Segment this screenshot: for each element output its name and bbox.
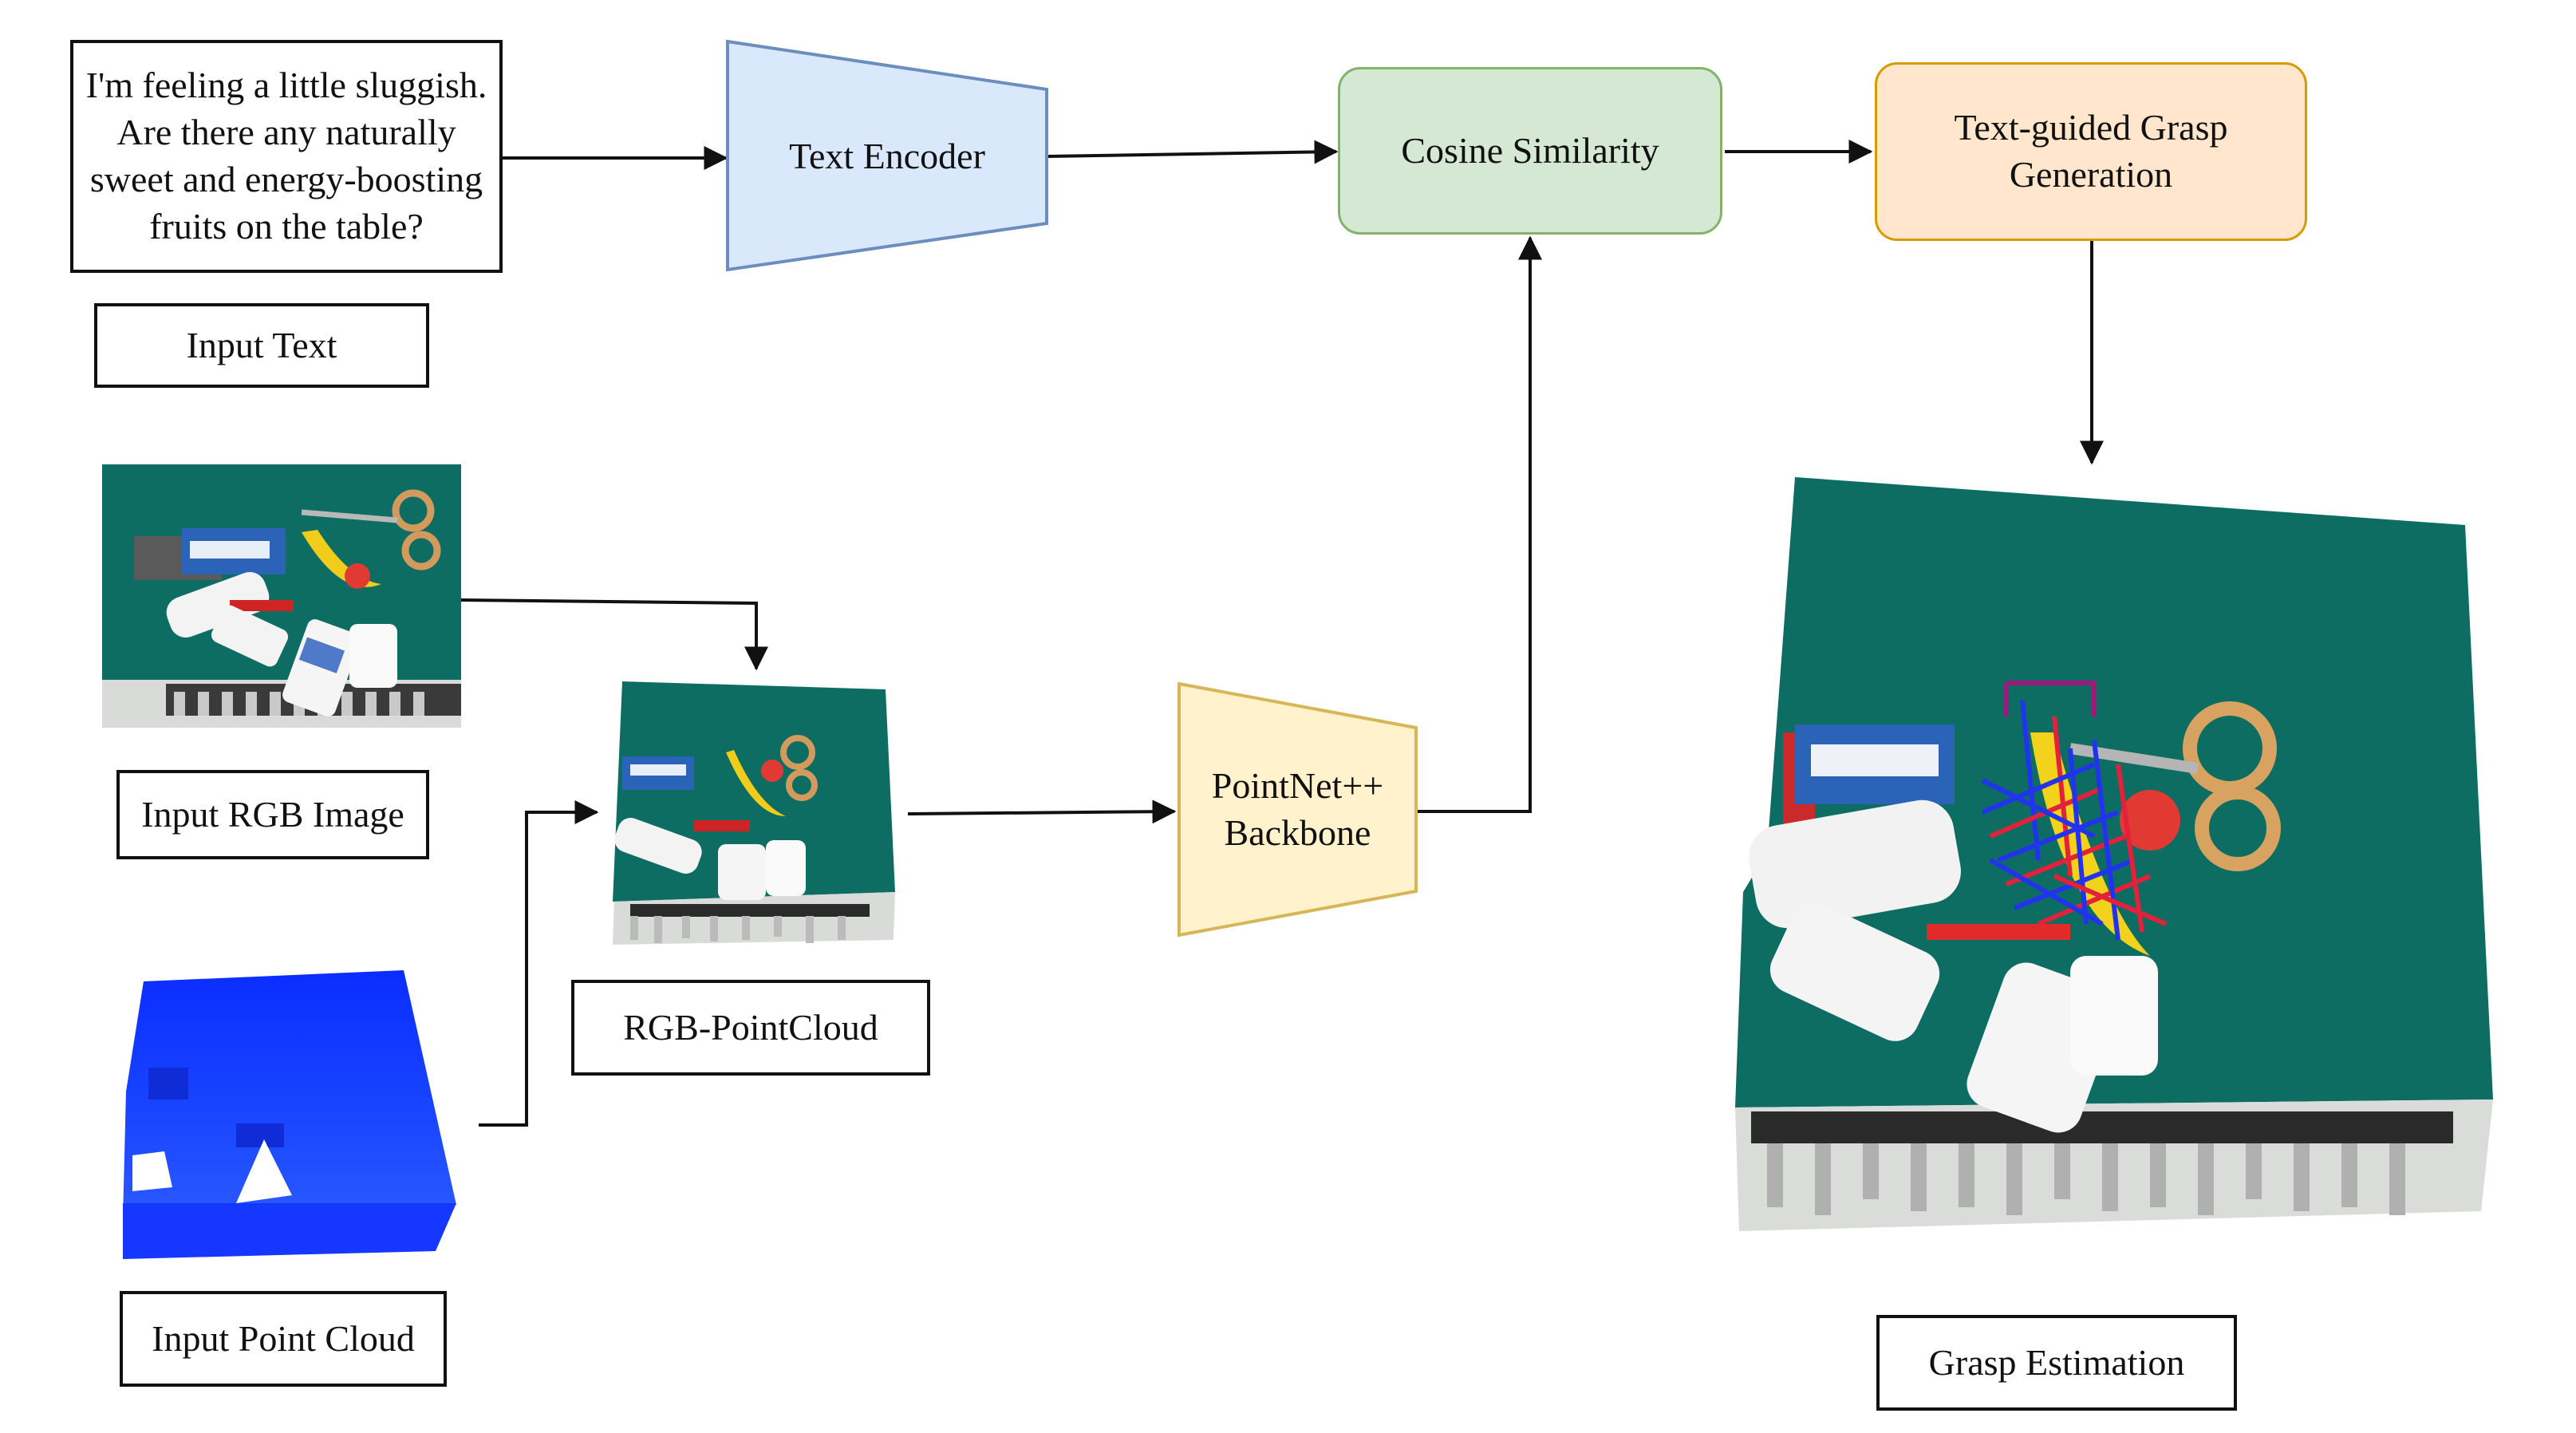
arrow-rgb-to-pointcloud (460, 598, 768, 671)
pointnet-backbone-shape (1178, 681, 1418, 938)
arrow-pointcloud-to-pointnet (907, 799, 1177, 824)
query-line: sweet and energy-boosting (89, 159, 483, 199)
input-rgb-image-label: Input RGB Image (116, 770, 429, 859)
input-query-box: I'm feeling a little sluggish. Are there… (70, 40, 503, 273)
query-line: fruits on the table? (149, 205, 424, 247)
pointnet-backbone-label: PointNet++ Backbone (1179, 758, 1416, 862)
text-encoder-label: Text Encoder (789, 135, 985, 176)
arrow-cloud-to-pointcloud (479, 800, 599, 1127)
pointnet-line: Backbone (1224, 812, 1371, 853)
query-line: Are there any naturally (116, 112, 456, 153)
arrow-pointnet-to-cosine (1416, 235, 1542, 813)
rgb-pointcloud-label: RGB-PointCloud (571, 980, 930, 1076)
cosine-similarity-box: Cosine Similarity (1338, 67, 1722, 235)
input-text-label: Input Text (94, 303, 429, 388)
rgb-pointcloud-image (613, 681, 895, 945)
grasp-estimation-image (1735, 477, 2493, 1231)
pointnet-line: PointNet++ (1211, 765, 1384, 807)
input-rgb-image (102, 464, 461, 728)
arrow-encoder-to-cosine (1046, 140, 1339, 164)
input-point-cloud-image (123, 970, 456, 1259)
query-line: I'm feeling a little sluggish. (85, 65, 487, 106)
grasp-generation-box: Text-guided Grasp Generation (1875, 62, 2307, 241)
grasp-generation-line: Text-guided Grasp (1954, 107, 2228, 148)
grasp-generation-line: Generation (2009, 154, 2173, 195)
input-point-cloud-label: Input Point Cloud (120, 1291, 447, 1387)
grasp-estimation-label: Grasp Estimation (1876, 1315, 2237, 1411)
text-encoder-shape (726, 39, 1048, 272)
